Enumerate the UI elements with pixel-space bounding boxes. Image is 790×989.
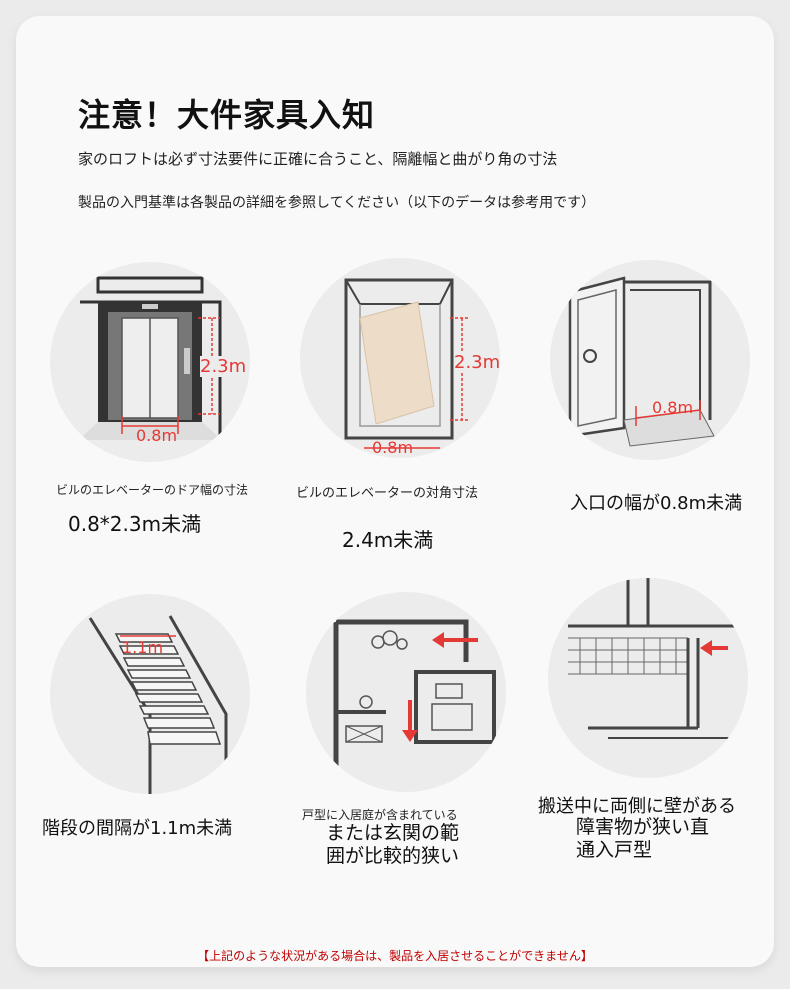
width-dimension-label: 1.1m	[122, 638, 164, 657]
reference-text: 製品の入門基準は各製品の詳細を参照してください（以下のデータは参考用です）	[78, 195, 596, 211]
corridor-walls-caption: 搬送中に両側に壁がある	[538, 796, 736, 817]
elevator-door-illustration: 2.3m 0.8m	[50, 262, 250, 462]
elevator-diagonal-value: 2.4m未満	[342, 528, 434, 552]
height-dimension-label: 2.3m	[200, 356, 247, 377]
page-title: 注意！大件家具入知	[78, 96, 376, 134]
elevator-diagonal-caption: ビルのエレベーターの対角寸法	[296, 486, 479, 501]
stairs-illustration: 1.1m	[50, 594, 250, 794]
stairs-caption: 階段の間隔が1.1m未満	[42, 818, 233, 839]
height-dimension-label: 2.3m	[454, 352, 500, 373]
restriction-note: 【上記のような状況がある場合は、製品を入居させることができません】	[197, 949, 593, 963]
corridor-walls-value: 障害物が狭い直通入戸型	[576, 816, 710, 861]
width-dimension-label: 0.8m	[372, 438, 414, 457]
notice-card: 注意！大件家具入知 家のロフトは必ず寸法要件に正確に合うこと、隔離幅と曲がり角の…	[16, 16, 774, 967]
entrance-courtyard-value: または玄関の範囲が比較的狭い	[326, 822, 460, 867]
width-dimension-label: 0.8m	[652, 398, 694, 417]
entrance-door-illustration: 0.8m	[550, 260, 750, 460]
entrance-floorplan-illustration	[306, 592, 506, 792]
entrance-courtyard-caption: 戸型に入居庭が含まれている	[302, 808, 458, 822]
corridor-walls-illustration	[548, 578, 748, 778]
elevator-diagonal-illustration: 2.3m 0.8m	[300, 258, 500, 458]
entrance-width-caption: 入口の幅が0.8m未満	[570, 493, 743, 514]
requirement-text: 家のロフトは必ず寸法要件に正確に合うこと、隔離幅と曲がり角の寸法	[78, 150, 558, 168]
elevator-door-caption: ビルのエレベーターのドア幅の寸法	[56, 483, 249, 497]
elevator-door-value: 0.8*2.3m未満	[68, 512, 202, 536]
width-dimension-label: 0.8m	[136, 426, 178, 445]
